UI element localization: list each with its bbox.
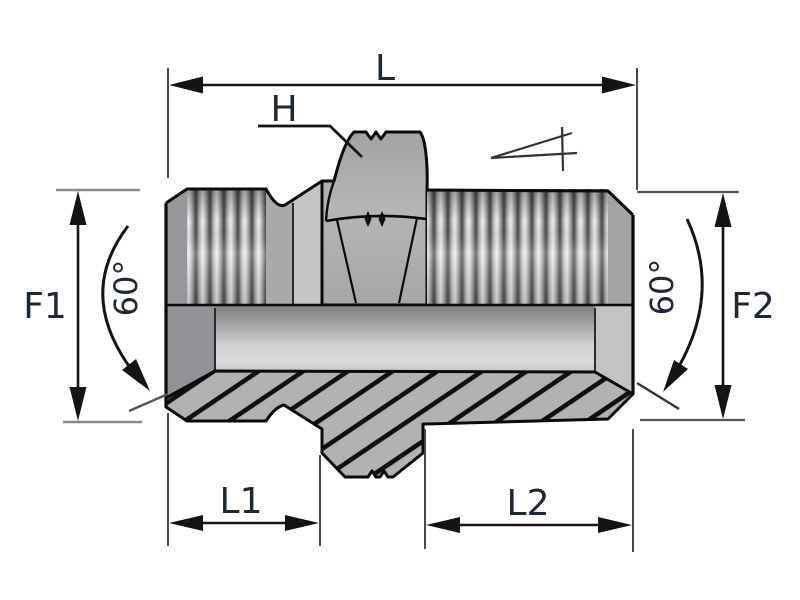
right-thread-section [427, 189, 633, 305]
left-thread-sheen [186, 189, 266, 305]
right-end-chamfer-face [608, 191, 633, 305]
hex-silhouette [320, 130, 429, 307]
dimension-L1: L1 [167, 413, 321, 546]
angle-arrowhead-right [663, 360, 688, 392]
dimension-L1-label: L1 [220, 481, 263, 522]
arrowhead-F1-top [69, 191, 87, 225]
angle-60-right: 60° [636, 218, 704, 411]
hex-tick-mark-1 [364, 211, 372, 227]
arrowhead-F2-top [714, 193, 732, 227]
dimension-L2-label: L2 [507, 483, 550, 524]
cross-section-hatch [164, 369, 635, 479]
angle-60-left: 60° [101, 225, 169, 413]
arrowhead-F2-bottom [714, 385, 732, 419]
right-counterbore-cone [595, 305, 633, 394]
arrowhead-F1-bottom [69, 387, 87, 421]
leader-H: H [258, 89, 363, 159]
top-profile-left [165, 179, 334, 208]
hex-nut [320, 130, 429, 307]
dimension-L-label: L [375, 48, 395, 89]
cone-edge-mark-left [128, 392, 169, 413]
hex-shoulder-line [325, 214, 427, 223]
taper-vertical [560, 126, 565, 172]
collar-face [293, 181, 322, 305]
angle-60-left-label: 60° [107, 260, 145, 317]
hex-facet-edge-right [397, 217, 419, 304]
hex-facet-edge-left [335, 219, 358, 304]
arrowhead-L2-right [598, 517, 632, 533]
top-profile-right [426, 188, 635, 217]
fitting-body [164, 130, 635, 479]
left-counterbore-cone [166, 305, 215, 398]
arrowhead-L1-right [285, 515, 319, 531]
cone-edge-mark-right [636, 381, 680, 411]
right-thread-sheen [427, 189, 608, 305]
leader-line-H [258, 124, 363, 159]
left-thread-section [166, 189, 266, 305]
angle-arc-left [101, 225, 140, 379]
arrowhead-L-left [169, 76, 203, 94]
dimension-F2-label: F2 [731, 286, 775, 327]
taper-symbol-icon [490, 126, 578, 172]
bore-band [166, 305, 633, 372]
body-outlines [164, 179, 635, 407]
left-end-chamfer-face [166, 189, 187, 305]
angle-arrowhead-left [122, 359, 150, 391]
taper-hypotenuse [490, 131, 573, 160]
dimension-F2: F2 [637, 190, 775, 422]
bore-section [165, 305, 634, 400]
hex-tick-mark-2 [378, 211, 386, 227]
hex-left-corner-edge [324, 180, 336, 222]
arrowhead-L-right [602, 76, 636, 94]
angle-60-right-label: 60° [643, 259, 681, 316]
arrowhead-L1-left [169, 515, 203, 531]
dimension-F1-label: F1 [23, 286, 67, 327]
thread-relief-groove [266, 181, 322, 305]
dimension-L2: L2 [424, 429, 634, 552]
leader-H-label: H [270, 89, 297, 130]
dimension-L: L [167, 48, 638, 190]
dimension-F1: F1 [23, 188, 142, 424]
section-hatch-lines [164, 369, 635, 479]
arrowhead-L2-left [426, 517, 460, 533]
